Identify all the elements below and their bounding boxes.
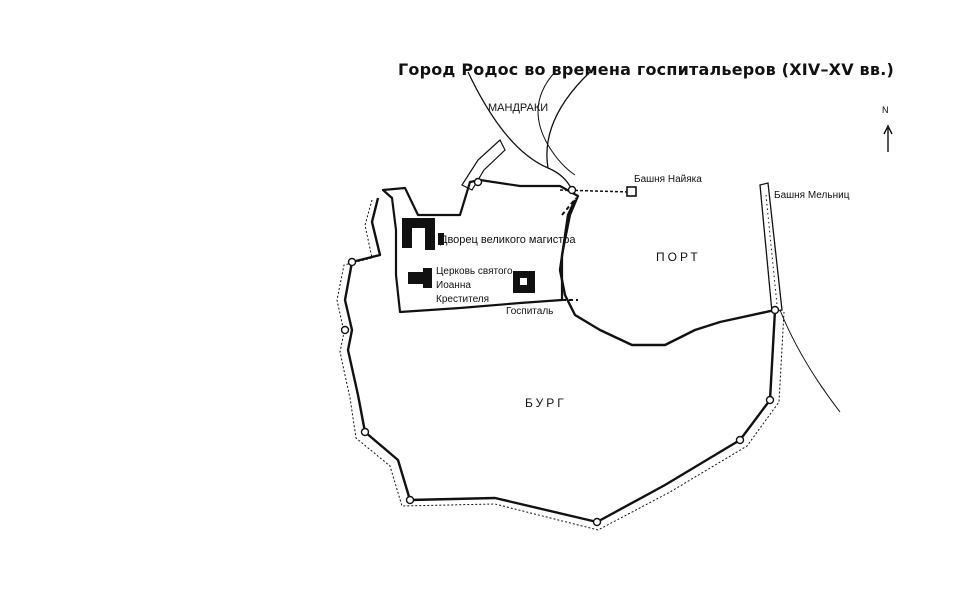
label-church-line2: Иоанна bbox=[436, 280, 471, 291]
collachium-wall bbox=[381, 178, 580, 314]
mills-mole-dots bbox=[765, 194, 778, 306]
mandraki-mole bbox=[461, 139, 506, 191]
map-title: Город Родос во времена госпитальеров (XI… bbox=[398, 60, 894, 79]
label-church-line3: Крестителя bbox=[436, 294, 490, 305]
east-coastline bbox=[779, 309, 841, 413]
hospital-courtyard bbox=[520, 278, 527, 285]
label-mandraki: МАНДРАКИ bbox=[488, 102, 549, 114]
church-st-john bbox=[408, 268, 432, 288]
mandraki-shoreline bbox=[467, 71, 591, 191]
north-indicator: N bbox=[880, 105, 896, 155]
label-tower-naillac: Башня Найяка bbox=[634, 174, 702, 185]
north-label: N bbox=[882, 105, 889, 115]
wall-towers bbox=[340, 177, 780, 527]
mills-mole bbox=[759, 182, 783, 313]
label-burg: БУРГ bbox=[525, 396, 567, 410]
mandraki-inner-shore bbox=[537, 71, 576, 176]
label-tower-mills: Башня Мельниц bbox=[774, 190, 850, 201]
north-arrow-icon bbox=[883, 124, 893, 152]
collachium-dashed-wall bbox=[561, 197, 578, 301]
moat-line bbox=[336, 199, 785, 531]
label-church: Церковь святого Иоанна Крестителя bbox=[436, 265, 513, 307]
label-church-line1: Церковь святого bbox=[436, 266, 513, 277]
tower-naillac-marker bbox=[626, 186, 637, 197]
palace-annex bbox=[438, 233, 444, 245]
label-hospital: Госпиталь bbox=[506, 306, 554, 317]
label-port: ПОРТ bbox=[656, 250, 701, 264]
label-palace: Дворец великого магистра bbox=[440, 234, 576, 246]
outer-city-wall bbox=[343, 197, 777, 524]
palace-grand-master bbox=[402, 218, 435, 250]
